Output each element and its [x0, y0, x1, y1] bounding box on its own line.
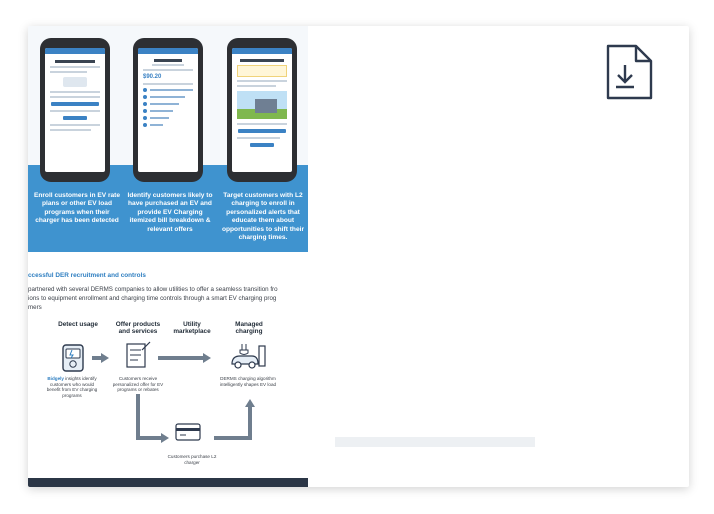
step-offer-products: Offer products and services: [115, 321, 161, 336]
payment-card-icon: [175, 423, 201, 441]
offer-note: Customers receive personalized offer for…: [112, 376, 164, 393]
phone-mockup-2: $90.20: [133, 38, 203, 182]
phone-screen-3: [232, 48, 292, 172]
phone-mockup-3: [227, 38, 297, 182]
meter-icon: [62, 344, 84, 372]
document-footer-bar: [28, 478, 308, 487]
phone-mockup-1: [40, 38, 110, 182]
phone-caption-2: Identify customers likely to have purcha…: [127, 192, 213, 233]
section-title: ccessful DER recruitment and controls: [28, 272, 146, 279]
document-preview-card[interactable]: $90.20: [28, 26, 689, 487]
step-utility-marketplace: Utility marketplace: [173, 321, 211, 336]
ev-charger-icon: [231, 344, 266, 369]
managed-charging-note: DERMS charging algorithm intelligently s…: [219, 376, 277, 387]
step-managed-charging: Managed charging: [235, 321, 263, 336]
phone-screen-2: $90.20: [138, 48, 198, 172]
title-placeholder-bar: [335, 437, 535, 447]
checklist-icon: [126, 341, 151, 368]
download-file-icon[interactable]: [596, 43, 654, 101]
phone-screen-1: [45, 48, 105, 172]
detect-usage-note: Bidgely insights identify customers who …: [46, 376, 98, 398]
phone-caption-1: Enroll customers in EV rate plans or oth…: [33, 192, 121, 225]
purchase-note: Customers purchase L2 charger: [167, 454, 217, 465]
phone-caption-3: Target customers with L2 charging to enr…: [221, 192, 305, 242]
phone-amount: $90.20: [143, 74, 162, 80]
document-thumbnail: $90.20: [28, 26, 308, 487]
section-body: partnered with several DERMS companies t…: [28, 286, 278, 311]
step-detect-usage: Detect usage: [58, 321, 98, 328]
